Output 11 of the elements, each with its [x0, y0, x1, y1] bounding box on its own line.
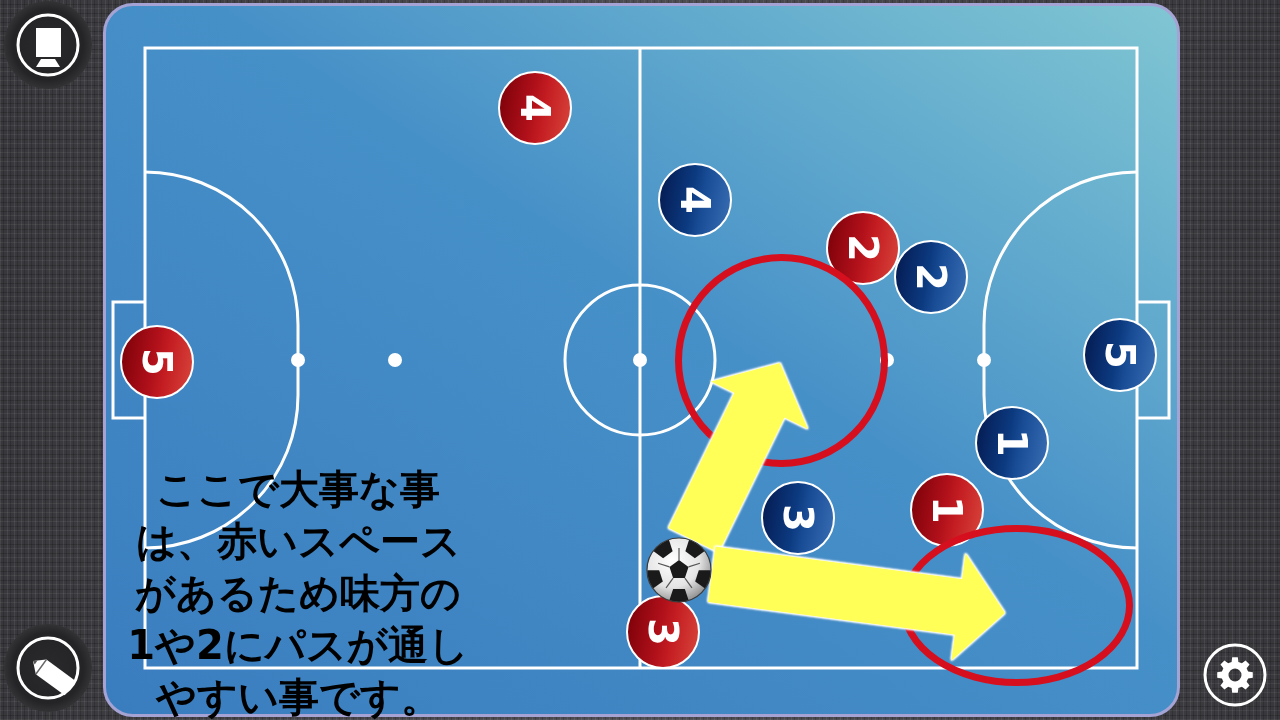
- player-number: 1: [992, 429, 1032, 457]
- player-number: 4: [675, 186, 715, 214]
- player-number: 2: [843, 234, 883, 262]
- player-number: 3: [778, 504, 818, 532]
- player-number: 1: [927, 496, 967, 524]
- player-number: 5: [137, 348, 177, 376]
- soccer-ball-icon: [646, 537, 712, 603]
- player-number: 5: [1100, 341, 1140, 369]
- player-number: 2: [911, 263, 951, 291]
- player-number: 3: [643, 618, 683, 646]
- player-number: 4: [515, 94, 555, 122]
